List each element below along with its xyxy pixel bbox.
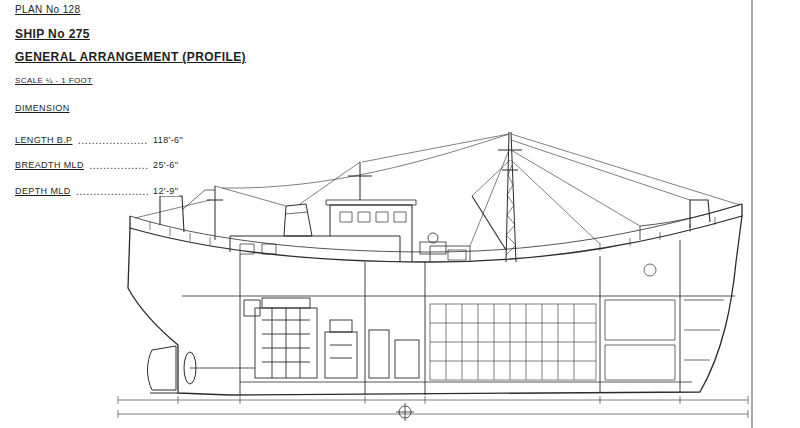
aft-gallows <box>160 196 184 232</box>
dimension-leader <box>77 194 148 195</box>
dimension-line <box>118 396 748 404</box>
fore-tanks <box>644 264 656 276</box>
centre-symbol <box>405 403 406 421</box>
engine <box>330 345 352 358</box>
dimension-name: BREADTH MLD <box>14 160 85 170</box>
hull-outline <box>182 296 735 297</box>
engine <box>325 332 357 378</box>
main-mast <box>506 165 516 255</box>
hull-outline <box>640 204 742 240</box>
rigging <box>362 134 509 162</box>
engine <box>244 298 419 378</box>
hull-outline <box>128 204 742 395</box>
hull-outline <box>741 204 742 216</box>
superstructure <box>340 212 406 222</box>
main-mast <box>498 150 522 151</box>
aft-gallows <box>215 186 216 240</box>
superstructure <box>240 244 276 254</box>
scale-note: SCALE ¼ - 1 FOOT <box>14 76 94 85</box>
hull-outline <box>129 216 130 228</box>
aft-gallows <box>135 200 210 218</box>
engine <box>272 308 300 378</box>
superstructure <box>285 212 308 214</box>
rudder-propeller <box>148 346 177 390</box>
hull-outline <box>128 216 742 395</box>
main-mast <box>472 160 510 196</box>
drawing-title: GENERAL ARRANGEMENT (PROFILE) <box>14 51 247 65</box>
rigging <box>511 150 640 226</box>
dimension-line <box>118 414 748 415</box>
dimension-leader <box>79 143 148 144</box>
dimension-leader <box>77 143 148 194</box>
hull-outline <box>240 240 680 395</box>
hull-outline <box>240 382 692 383</box>
dimension-line <box>118 396 748 418</box>
main-mast <box>502 170 518 171</box>
rigging <box>300 162 360 204</box>
engine <box>369 330 389 378</box>
margin-border <box>752 0 753 428</box>
ship-number: SHIP No 275 <box>14 28 91 42</box>
fish-hold <box>430 304 596 380</box>
dimension-line <box>118 400 748 401</box>
superstructure <box>360 162 361 200</box>
fore-tanks <box>605 300 675 380</box>
main-mast <box>690 200 710 228</box>
fore-tanks <box>684 300 724 360</box>
dimension-line <box>118 410 748 418</box>
rudder-propeller <box>150 393 178 394</box>
rigging <box>511 134 740 205</box>
rigging <box>511 160 600 244</box>
engine <box>244 300 260 316</box>
aft-gallows <box>182 190 215 210</box>
engine <box>255 308 317 378</box>
rigging <box>215 186 286 206</box>
superstructure <box>330 205 412 262</box>
dimension-name: DEPTH MLD <box>14 186 72 196</box>
superstructure <box>420 242 446 254</box>
engine <box>330 320 352 332</box>
superstructure <box>230 236 400 262</box>
superstructure <box>448 250 466 260</box>
main-mast <box>472 132 710 262</box>
superstructure <box>428 233 438 243</box>
dimension-name: LENGTH B.P <box>14 135 74 145</box>
superstructure <box>326 200 416 205</box>
rudder-propeller <box>148 346 256 393</box>
rigging <box>511 140 690 200</box>
rigging <box>222 134 509 188</box>
main-mast <box>472 196 506 250</box>
hull-outline <box>130 204 742 252</box>
dimension-value: 12'-9" <box>152 186 179 196</box>
plan-number: PLAN No 128 <box>14 4 82 16</box>
table-heading: DIMENSION <box>14 103 71 113</box>
dimension-leader <box>90 168 148 169</box>
fish-hold <box>430 323 596 361</box>
dimension-value: 25'-6" <box>152 160 179 170</box>
rigging <box>215 134 740 246</box>
engine <box>395 340 419 378</box>
dimension-value: 118'-6" <box>152 135 184 145</box>
engine <box>262 298 310 308</box>
rudder-propeller <box>190 368 255 369</box>
margin-border <box>752 0 753 428</box>
superstructure <box>284 204 312 236</box>
rigging <box>470 150 509 246</box>
aft-gallows <box>135 186 223 240</box>
centre-symbol <box>396 403 414 421</box>
fore-tanks <box>605 264 724 380</box>
fish-hold <box>430 304 596 380</box>
